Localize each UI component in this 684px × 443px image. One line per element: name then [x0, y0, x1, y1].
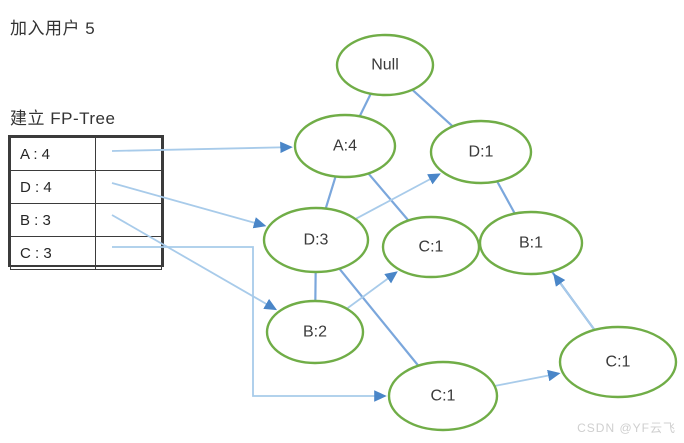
node-label: C:1: [419, 239, 444, 256]
tree-node[interactable]: D:1: [429, 119, 533, 185]
table-link-line: [111, 214, 278, 311]
join-user-title: 加入用户 5: [10, 19, 96, 38]
node-label: D:1: [469, 144, 494, 161]
tree-node[interactable]: C:1: [381, 215, 481, 279]
table-link-line: [111, 182, 267, 229]
node-ellipse[interactable]: [265, 299, 365, 365]
node-label: B:1: [519, 235, 543, 252]
watermark: CSDN @YF云飞: [577, 421, 676, 435]
node-label: C:1: [431, 388, 456, 405]
node-label: B:2: [303, 324, 327, 341]
node-label: C:1: [606, 354, 631, 371]
node-ellipse[interactable]: [335, 33, 435, 97]
table-link-line: [111, 141, 293, 154]
node-ellipse[interactable]: [478, 210, 584, 276]
header-table-row: C : 3: [10, 236, 163, 270]
tree-edge: [367, 172, 410, 222]
node-links-layer: [347, 173, 595, 387]
node-label: A:4: [333, 138, 357, 155]
header-item-cell: C : 3: [10, 236, 96, 270]
node-label: Null: [371, 57, 399, 74]
header-table-row: A : 4: [10, 137, 163, 171]
header-link-cell: [94, 137, 163, 171]
node-link: [495, 369, 561, 387]
table-links-layer: [111, 141, 387, 402]
tree-edge: [358, 92, 372, 118]
tree-edge: [411, 88, 454, 128]
tree-node[interactable]: B:1: [478, 210, 584, 276]
node-ellipse[interactable]: [262, 206, 370, 274]
build-tree-title: 建立 FP-Tree: [10, 109, 116, 128]
header-link-cell: [94, 236, 163, 270]
node-ellipse[interactable]: [293, 113, 397, 179]
tree-edge: [496, 180, 516, 215]
node-link: [347, 271, 398, 309]
header-item-cell: D : 4: [10, 170, 96, 204]
node-ellipse[interactable]: [558, 325, 678, 399]
tree-node[interactable]: D:3: [262, 206, 370, 274]
node-link: [355, 173, 441, 220]
node-ellipse[interactable]: [381, 215, 481, 279]
node-link: [553, 273, 595, 330]
tree-node[interactable]: B:2: [265, 299, 365, 365]
tree-node[interactable]: A:4: [293, 113, 397, 179]
tree-node[interactable]: Null: [335, 33, 435, 97]
table-link-path: [112, 246, 387, 402]
node-ellipse[interactable]: [429, 119, 533, 185]
tree-node[interactable]: C:1: [558, 325, 678, 399]
tree-edge: [338, 267, 420, 367]
tree-node[interactable]: C:1: [387, 360, 499, 432]
node-label: D:3: [304, 232, 329, 249]
node-ellipse[interactable]: [387, 360, 499, 432]
tree-edge: [324, 175, 337, 210]
